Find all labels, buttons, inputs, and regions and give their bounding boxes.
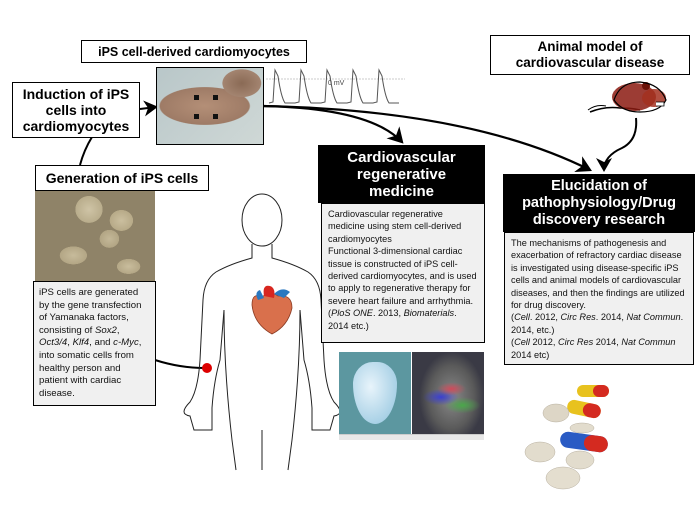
tablet (524, 441, 556, 463)
journal-plos-one: PloS ONE (331, 308, 373, 319)
journal-circ-res: Circ Res (558, 337, 594, 348)
regenerative-references: (PloS ONE. 2013, Biomaterials. 2014 etc.… (328, 307, 478, 332)
title-cardiomyocytes: iPS cell-derived cardiomyocytes (81, 40, 307, 63)
arrow-induction-to-cardiomyocytes (139, 100, 158, 117)
ref-year: 2014 etc) (511, 349, 550, 360)
elucidation-references-b: (Cell 2012, Circ Res 2014, Nat Commun 20… (511, 336, 687, 361)
ref-year: . 2014, etc.) (511, 312, 684, 335)
cardiomyocyte-micrograph (156, 67, 264, 145)
electrode (194, 95, 199, 100)
engineered-heart-photo (339, 352, 411, 434)
ref-year: . 2014 etc.) (328, 308, 457, 331)
elucidation-body: The mechanisms of pathogenesis and exace… (511, 238, 685, 311)
capsule-yellow-red (567, 399, 601, 419)
journal-cell: Cell (514, 312, 530, 323)
factor-oct34: Oct3/4 (39, 337, 68, 349)
generation-text-end: , into somatic cells from healthy person… (39, 337, 142, 399)
journal-circ-res: Circ Res (560, 312, 596, 323)
journal-nat-commun: Nat Commun (621, 337, 676, 348)
generation-text: iPS cells are generated by the gene tran… (39, 287, 142, 336)
journal-cell: Cell (514, 337, 530, 348)
ref-year: . 2013, (372, 308, 404, 319)
electrode (213, 114, 218, 119)
image-caption-bar (339, 434, 484, 440)
ref-year: 2012, (529, 337, 558, 348)
elucidation-description: The mechanisms of pathogenesis and exace… (504, 232, 694, 365)
line-to-arm-marker (154, 359, 206, 369)
generation-description: iPS cells are generated by the gene tran… (33, 281, 156, 406)
zero-mv-label: 0 mV (328, 80, 345, 87)
title-regenerative: Cardiovascular regenerative medicine (318, 145, 485, 203)
title-animal-model: Animal model of cardiovascular disease (490, 35, 690, 75)
paren: ( (328, 308, 332, 319)
sep: , (116, 324, 120, 336)
tablet (569, 422, 595, 434)
paren: ( (511, 312, 515, 323)
electrode (213, 95, 218, 100)
regenerative-description: Cardiovascular regenerative medicine usi… (321, 203, 485, 343)
paren: ( (511, 337, 515, 348)
ips-colonies-micrograph (35, 191, 155, 283)
ref-year: . 2012, (529, 312, 561, 323)
ref-year: . 2014, (595, 312, 627, 323)
factor-cmyc: c-Myc (113, 337, 139, 349)
sampling-site-marker (202, 363, 212, 373)
ref-year: 2014, (593, 337, 622, 348)
title-induction: Induction of iPS cells into cardiomyocyt… (12, 82, 140, 138)
title-generation: Generation of iPS cells (35, 165, 209, 191)
sep: , and (89, 337, 114, 349)
tablet (542, 403, 570, 423)
line-generation-to-induction (79, 136, 93, 166)
regenerative-detail: Functional 3-dimensional cardiac tissue … (328, 246, 477, 306)
journal-nat-commun: Nat Commun (626, 312, 681, 323)
factor-sox2: Sox2 (95, 324, 117, 336)
capsule-yellow-red (577, 385, 609, 397)
arrow-to-elucidation (261, 104, 592, 172)
elucidation-references-a: (Cell. 2012, Circ Res. 2014, Nat Commun.… (511, 311, 687, 336)
journal-biomaterials: Biomaterials (403, 308, 455, 319)
tablet (565, 450, 595, 470)
regenerative-summary: Cardiovascular regenerative medicine usi… (328, 209, 462, 244)
arrow-rat-to-elucidation (596, 117, 638, 172)
title-elucidation: Elucidation of pathophysiology/Drug disc… (503, 174, 695, 232)
sep: , (67, 337, 73, 349)
electrode (194, 114, 199, 119)
tablet (545, 466, 581, 490)
fluorescence-heart-image (412, 352, 484, 434)
factor-klf4: Klf4 (72, 337, 90, 349)
capsule-blue-red (560, 431, 608, 453)
